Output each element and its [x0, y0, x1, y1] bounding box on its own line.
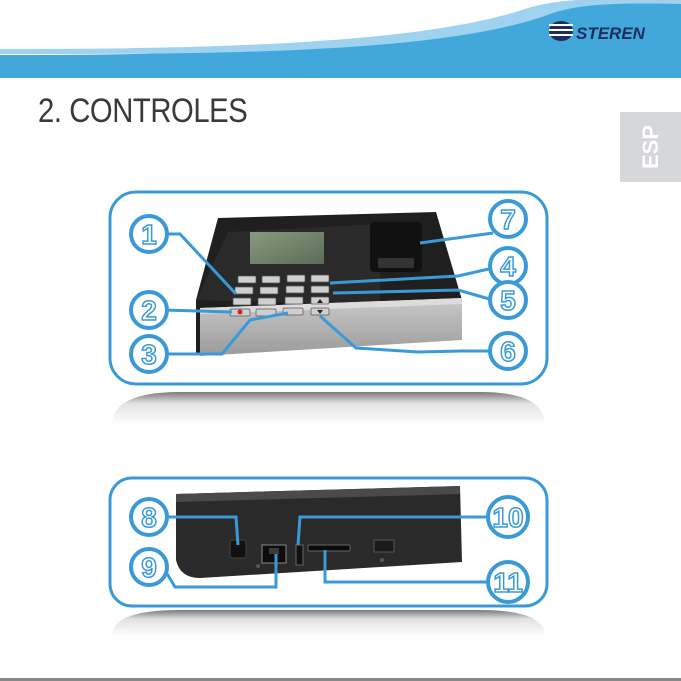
svg-text:7: 7: [500, 204, 516, 235]
usb-port: [296, 545, 303, 565]
svg-text:1: 1: [141, 219, 157, 250]
callout-6: 6: [490, 333, 526, 369]
callout-11: 11: [488, 562, 528, 602]
svg-text:10: 10: [492, 502, 523, 533]
callout-3: 3: [131, 336, 167, 372]
callout-1: 1: [131, 216, 167, 252]
callout-7: 7: [490, 201, 526, 237]
callout-4: 4: [490, 248, 526, 284]
callout-9: 9: [131, 549, 167, 585]
svg-text:5: 5: [500, 285, 516, 316]
svg-text:6: 6: [500, 336, 516, 367]
svg-text:2: 2: [141, 295, 157, 326]
shelf-shadow-top: [112, 392, 545, 425]
callout-2: 2: [131, 292, 167, 328]
card-slot: [308, 545, 350, 551]
device-front-view: [196, 212, 462, 356]
shelf-shadow-bottom: [112, 610, 545, 636]
device-side-view: [176, 486, 462, 578]
lcd-screen: [250, 232, 324, 264]
callout-8: 8: [131, 499, 167, 535]
cancel-key-icon: [238, 310, 243, 315]
svg-text:8: 8: [141, 502, 157, 533]
svg-text:9: 9: [141, 552, 157, 583]
svg-text:11: 11: [493, 567, 523, 598]
svg-text:4: 4: [500, 251, 516, 282]
callout-5: 5: [490, 282, 526, 318]
svg-text:3: 3: [141, 339, 157, 370]
callout-10: 10: [488, 497, 528, 537]
